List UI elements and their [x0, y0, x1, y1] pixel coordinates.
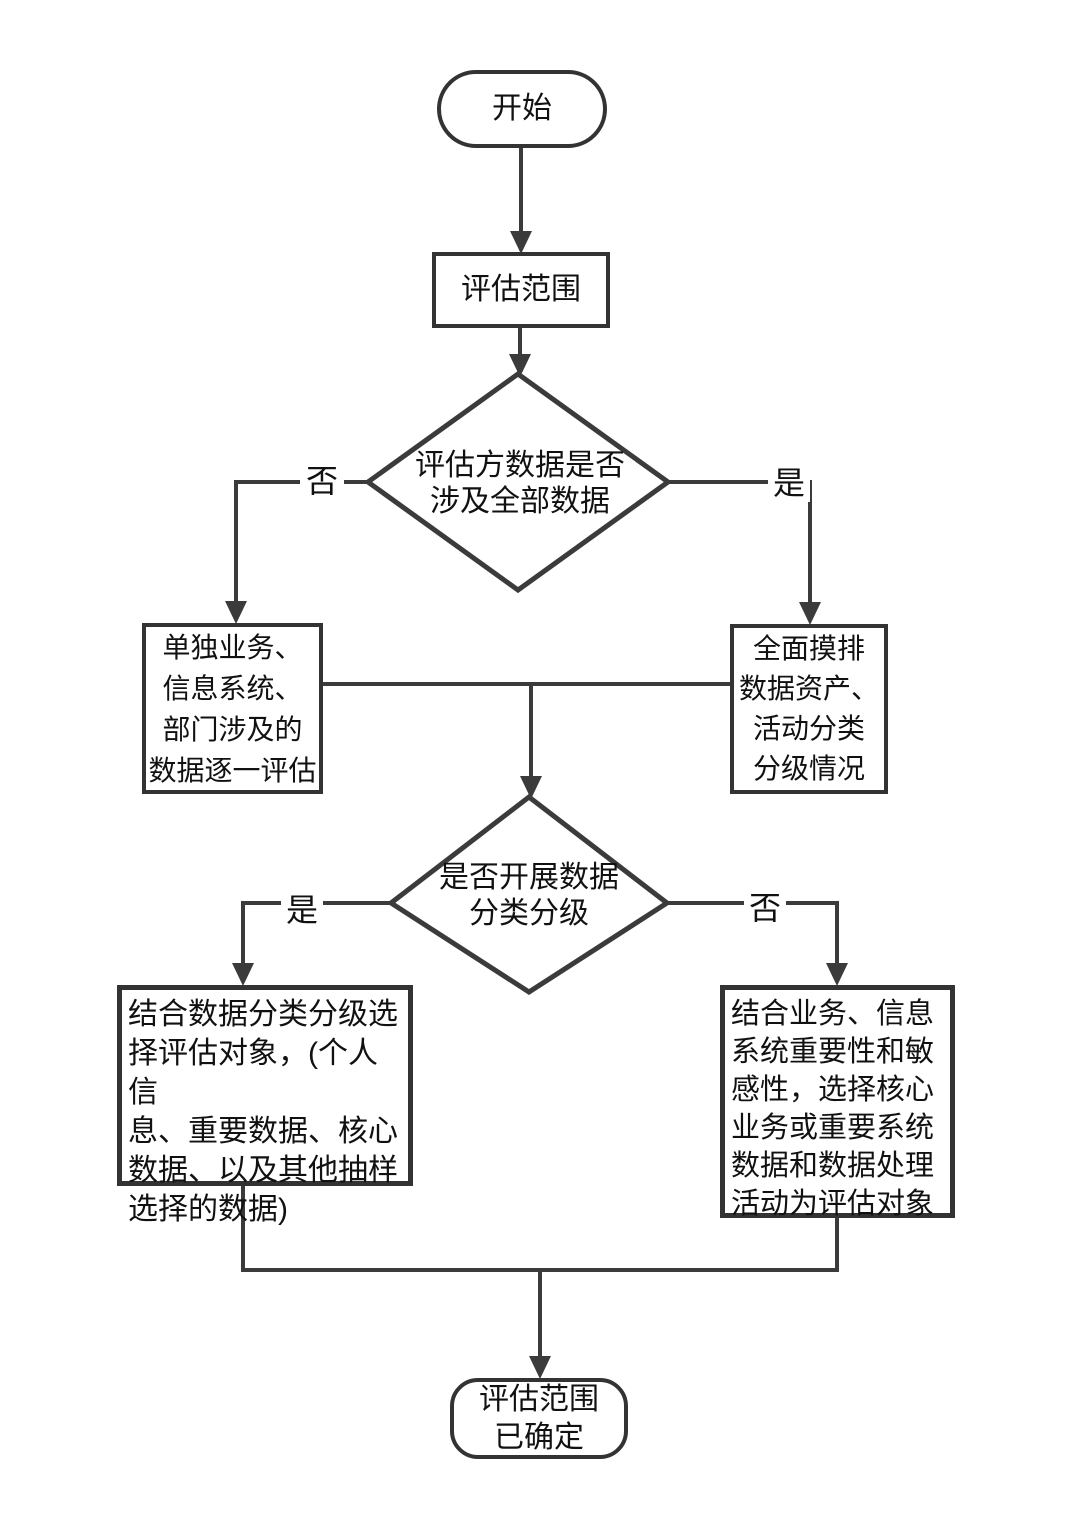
edge-decision2-no: [665, 901, 839, 966]
arrowhead-without-class: [826, 963, 848, 986]
decision1-text: 评估方数据是否 涉及全部数据: [415, 449, 625, 518]
decision2-no-label: 否: [744, 886, 786, 926]
arrowhead-with-class: [232, 963, 254, 986]
start-label: 开始: [492, 92, 552, 126]
scope-process-box: 评估范围: [432, 252, 610, 328]
end-label: 评估范围 已确定: [479, 1383, 599, 1454]
arrowhead-decision1: [509, 354, 531, 377]
individual-assess-label: 单独业务、 信息系统、 部门涉及的 数据逐一评估: [148, 631, 317, 786]
decision2-label: 是否开展数据 分类分级: [419, 855, 639, 937]
edge-decision1-yes: [666, 480, 812, 604]
decision1-label: 评估方数据是否 涉及全部数据: [398, 442, 642, 526]
arrowhead-end: [529, 1356, 551, 1379]
decision2-text: 是否开展数据 分类分级: [439, 861, 619, 930]
edge-decision1-no: [234, 480, 370, 604]
arrowhead-decision2: [520, 776, 542, 799]
full-survey-label: 全面摸排 数据资产、 活动分类 分级情况: [738, 633, 879, 784]
decision1-diamond-shape: [363, 370, 673, 594]
with-classification-box: 结合数据分类分级选 择评估对象，(个人信 息、重要数据、核心 数据、以及其他抽样…: [117, 985, 413, 1226]
without-classification-label: 结合业务、信息 系统重要性和敏 感性，选择核心 业务或重要系统 数据和数据处理 …: [731, 998, 935, 1220]
full-survey-box: 全面摸排 数据资产、 活动分类 分级情况: [730, 624, 888, 794]
decision2-diamond-shape: [386, 793, 672, 995]
with-classification-label: 结合数据分类分级选 择评估对象，(个人信 息、重要数据、核心 数据、以及其他抽样…: [128, 998, 398, 1226]
decision1-no-label: 否: [300, 458, 344, 500]
end-terminator: 评估范围 已确定: [450, 1378, 628, 1459]
arrowhead-individual: [225, 601, 247, 624]
arrowhead-survey: [799, 602, 821, 625]
edge-decision2-yes: [241, 901, 393, 966]
decision1-yes-label: 是: [768, 460, 810, 502]
start-terminator: 开始: [437, 70, 607, 148]
decision2-yes-label: 是: [281, 888, 323, 928]
scope-label: 评估范围: [461, 273, 581, 307]
without-classification-box: 结合业务、信息 系统重要性和敏 感性，选择核心 业务或重要系统 数据和数据处理 …: [720, 985, 955, 1220]
individual-assess-box: 单独业务、 信息系统、 部门涉及的 数据逐一评估: [142, 623, 323, 794]
arrowhead-scope: [510, 231, 532, 254]
